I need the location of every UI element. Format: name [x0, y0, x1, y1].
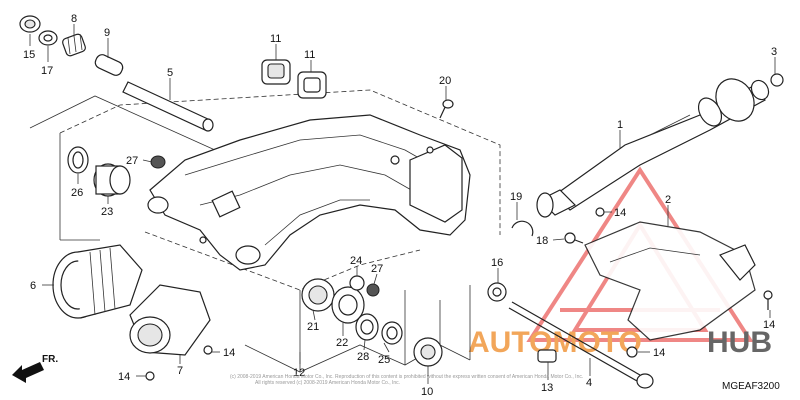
diagram-code: MGEAF3200: [722, 381, 780, 392]
callout-24: 24: [350, 255, 362, 267]
plug-11a: [261, 59, 291, 85]
callout-11b: 11: [304, 49, 315, 61]
callout-14b: 14: [763, 319, 775, 331]
callout-14e: 14: [653, 347, 665, 359]
bolt-14-mid: [626, 346, 638, 358]
callout-5: 5: [167, 67, 173, 79]
pivot-pipe-5: [122, 81, 214, 132]
circlip-3: [770, 73, 784, 87]
bolt-18: [564, 232, 584, 244]
pivot-bolt-4: [508, 301, 654, 389]
nut-27-top: [150, 155, 166, 169]
callout-8: 8: [71, 13, 77, 25]
callout-27a: 27: [126, 155, 138, 167]
collar-9: [94, 54, 124, 76]
callout-18: 18: [536, 235, 548, 247]
seal-27-mid: [366, 283, 380, 297]
callout-9: 9: [104, 27, 110, 39]
callout-16: 16: [491, 257, 503, 269]
callout-2: 2: [665, 194, 671, 206]
bolt-14-right: [763, 290, 773, 310]
copyright-line-1: (c) 2008-2019 American Honda Motor Co., …: [230, 374, 583, 380]
bolt-14-7a: [203, 345, 213, 355]
bearing-22: [331, 286, 365, 324]
seal-26: [67, 146, 89, 174]
bolt-14-7b: [145, 371, 155, 381]
collar-13: [537, 349, 557, 363]
cap-15: [19, 15, 41, 33]
callout-27b: 27: [371, 263, 383, 275]
bolt-20: [439, 99, 454, 119]
callout-7: 7: [177, 365, 183, 377]
callout-23: 23: [101, 206, 113, 218]
bushing-10: [413, 337, 443, 367]
drive-shaft-1: [536, 78, 770, 218]
cover-2: [584, 221, 756, 341]
circlip-19: [511, 220, 534, 237]
boot-cover-7: [129, 284, 211, 356]
washer-16: [487, 282, 507, 302]
callout-11a: 11: [270, 33, 281, 45]
seal-28: [355, 313, 379, 341]
swingarm: [147, 114, 471, 271]
plug-11b: [297, 71, 327, 99]
callout-1: 1: [617, 119, 623, 131]
callout-13: 13: [541, 382, 553, 394]
leader-lines: [29, 24, 776, 384]
callout-19: 19: [510, 191, 522, 203]
callout-4: 4: [586, 377, 592, 389]
bearing-8: [62, 33, 86, 57]
callout-10: 10: [421, 386, 433, 398]
callout-14c: 14: [223, 347, 235, 359]
callout-17: 17: [41, 65, 53, 77]
bearing-21: [301, 278, 335, 312]
callout-28: 28: [357, 351, 369, 363]
callout-labels: 15 17 8 9 5 11 11 20 3 1 27 26 23 2 19 1…: [23, 13, 777, 398]
front-direction-arrow-icon: FR.: [12, 354, 58, 383]
seal-25: [381, 321, 403, 345]
dust-boot-6: [52, 244, 143, 319]
callout-22: 22: [336, 337, 348, 349]
callout-20: 20: [439, 75, 451, 87]
callout-15: 15: [23, 49, 35, 61]
copyright-line-2: All rights reserved (c) 2008-2019 Americ…: [255, 380, 400, 386]
assembly-outline: [29, 89, 501, 373]
callout-25: 25: [378, 354, 390, 366]
callout-6: 6: [30, 280, 36, 292]
watermark-text-hub: HUB: [707, 326, 772, 359]
bearing-23: [93, 163, 131, 197]
callout-3: 3: [771, 46, 777, 58]
collar-24: [349, 275, 365, 291]
front-direction-label: FR.: [42, 354, 58, 365]
callout-14d: 14: [118, 371, 130, 383]
callout-14a: 14: [614, 207, 626, 219]
seal-17: [38, 30, 58, 46]
callout-21: 21: [307, 321, 319, 333]
bolt-14-top: [595, 207, 605, 217]
callout-26: 26: [71, 187, 83, 199]
callout-12: 12: [293, 367, 305, 379]
